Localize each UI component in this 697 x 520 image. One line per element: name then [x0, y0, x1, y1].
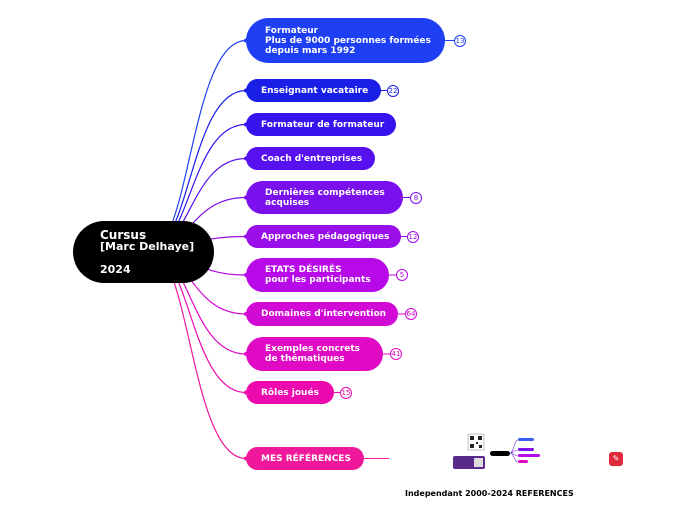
- child-count-badge[interactable]: 13: [454, 34, 466, 47]
- topic-node[interactable]: Approches pédagogiques: [246, 225, 401, 248]
- topic-node-label: Rôles joués: [261, 387, 319, 398]
- child-count-badge[interactable]: 5: [396, 269, 408, 281]
- topic-node[interactable]: Enseignant vacataire: [246, 79, 381, 102]
- topic-node[interactable]: Domaines d'intervention: [246, 302, 398, 326]
- root-title: Cursus: [100, 228, 147, 242]
- child-count-badge[interactable]: 22: [387, 84, 399, 97]
- topic-node-label: Domaines d'intervention: [261, 309, 387, 319]
- topic-node-label: ETATS DÉSIRÉS: [265, 265, 342, 275]
- topic-node-label: Formateur de formateur: [261, 119, 385, 130]
- child-count-badge[interactable]: 12: [407, 230, 419, 243]
- topic-node-label: acquises: [265, 197, 310, 208]
- topic-node-label: depuis mars 1992: [265, 45, 356, 56]
- topic-node-label: Exemples concrets: [265, 344, 361, 354]
- topic-node[interactable]: Coach d'entreprises: [246, 147, 375, 170]
- footer-caption: Independant 2000-2024 REFERENCES: [405, 489, 574, 498]
- topic-node-label: Coach d'entreprises: [261, 153, 363, 164]
- child-count-badge[interactable]: 41: [390, 348, 402, 360]
- topic-node-label: Formateur: [265, 25, 319, 36]
- root-year: 2024: [100, 263, 131, 276]
- root-subtitle: [Marc Delhaye]: [100, 240, 195, 253]
- child-count-badge[interactable]: 8: [410, 191, 422, 204]
- topic-node[interactable]: Formateur de formateur: [246, 113, 396, 136]
- topic-node-label: Plus de 9000 personnes formées: [265, 35, 431, 46]
- child-count-badge[interactable]: 15: [340, 386, 352, 399]
- brand-icon[interactable]: ✎: [609, 452, 623, 466]
- topic-node-label: de thématiques: [265, 354, 345, 364]
- root-node-cursus[interactable]: Cursus [Marc Delhaye] 2024: [73, 221, 214, 283]
- child-count-badge[interactable]: 64: [405, 308, 417, 320]
- topic-node[interactable]: MES RÉFÉRENCES: [246, 447, 364, 470]
- topic-node[interactable]: Rôles joués: [246, 381, 334, 404]
- topic-node-label: Approches pédagogiques: [261, 231, 390, 242]
- topic-node-label: MES RÉFÉRENCES: [261, 453, 351, 464]
- topic-node-label: Dernières compétences: [265, 187, 385, 198]
- references-map-thumbnail[interactable]: [450, 432, 545, 472]
- topic-node-label: Enseignant vacataire: [261, 85, 369, 96]
- topic-node-label: pour les participants: [265, 275, 371, 285]
